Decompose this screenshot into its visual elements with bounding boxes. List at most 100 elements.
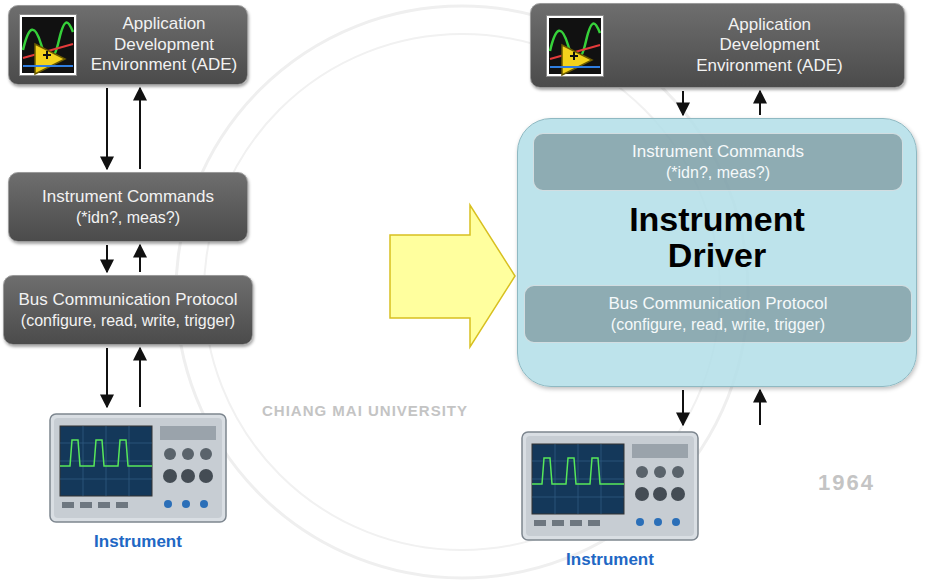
box-title: Bus Communication Protocol [10, 290, 246, 310]
scope-knob [636, 466, 648, 478]
scope-body [50, 414, 226, 522]
icon-plus [43, 51, 51, 59]
yellow-block-arrow [390, 205, 515, 347]
screen-grid [532, 444, 624, 514]
icon-frame [547, 15, 604, 76]
scope-connector [636, 518, 644, 526]
instrument-figure: Instrument [520, 428, 700, 570]
box-title: Instrument Commands [15, 187, 241, 207]
icon-line [550, 45, 600, 59]
flow-arrow [682, 91, 684, 115]
ade-box: Application Development Environment (ADE… [530, 3, 905, 88]
box-title: Application Development Environment (ADE… [685, 15, 855, 76]
scope-button [80, 502, 92, 508]
scope-connector [672, 518, 680, 526]
ade-icon [19, 14, 77, 76]
driver-box: Instrument Driver Instrument Commands(*id… [517, 118, 917, 387]
scope-knob [164, 448, 176, 460]
scope-knob [163, 469, 177, 483]
text-area: Bus Communication Protocol(configure, re… [4, 284, 252, 336]
scope-knob [635, 487, 649, 501]
screen-grid [60, 426, 152, 496]
instrument: Instrument [40, 410, 240, 552]
scope-connector [200, 500, 208, 508]
ade-icon [546, 15, 604, 77]
flow-arrow [682, 390, 684, 425]
faded-layer-box: Instrument Commands(*idn?, meas?) [533, 133, 903, 191]
flow-arrow [139, 348, 141, 407]
icon-line [23, 65, 73, 67]
scope-body [522, 432, 698, 540]
watermark-text: 1964 [818, 470, 875, 496]
flow-arrow [106, 348, 108, 407]
text-area: Application Development Environment (ADE… [9, 8, 247, 81]
box-subtitle: (configure, read, write, trigger) [10, 311, 246, 330]
icon-graph [22, 17, 74, 73]
ade-box: Application Development Environment (ADE… [8, 5, 248, 85]
scope-button [588, 520, 600, 526]
oscilloscope-picture [48, 410, 228, 528]
box-subtitle: (configure, read, write, trigger) [531, 315, 905, 334]
icon-line [23, 44, 73, 58]
scope-panel [632, 444, 688, 458]
text-area: Instrument Commands(*idn?, meas?) [9, 181, 247, 233]
layer-box: Bus Communication Protocol(configure, re… [3, 275, 253, 345]
instrument-label: Instrument [520, 550, 700, 570]
scope-knob [200, 448, 212, 460]
scope-connector [164, 500, 172, 508]
icon-triangle [562, 45, 592, 75]
icon-trace [550, 23, 600, 60]
icon-triangle [35, 44, 65, 74]
scope-button [116, 502, 128, 508]
text-area: Bus Communication Protocol(configure, re… [525, 288, 911, 340]
scope-screen [60, 426, 152, 496]
screen-trace [60, 440, 152, 466]
scope-knob [199, 469, 213, 483]
watermark-text: CHIANG MAI UNIVERSITY [262, 402, 468, 419]
box-subtitle: (*idn?, meas?) [15, 208, 241, 227]
screen-trace [532, 458, 624, 484]
flow-arrow [139, 88, 141, 169]
scope-knob [182, 448, 194, 460]
scope-button [534, 520, 546, 526]
flow-arrow [106, 88, 108, 169]
oscilloscope-picture [520, 428, 700, 546]
scope-panel [160, 426, 216, 440]
flow-arrow [759, 91, 761, 115]
flow-arrow [139, 245, 141, 272]
scope-knob [181, 469, 195, 483]
scope-front [54, 418, 222, 518]
box-title: Instrument Commands [540, 142, 896, 162]
layer-box: Instrument Commands(*idn?, meas?) [8, 172, 248, 242]
text-area: Instrument Commands(*idn?, meas?) [534, 136, 902, 188]
scope-screen [532, 444, 624, 514]
scope-button [98, 502, 110, 508]
instrument-label: Instrument [48, 532, 228, 552]
instrument: Instrument [515, 428, 790, 570]
text-area: Application Development Environment (ADE… [531, 9, 904, 82]
icon-graph [549, 18, 601, 74]
icon-plus [570, 52, 578, 60]
box-title: Application Development Environment (ADE… [79, 14, 249, 75]
flow-arrow [106, 245, 108, 272]
scope-button [62, 502, 74, 508]
driver-title: Instrument Driver [578, 201, 856, 273]
scope-knob [654, 466, 666, 478]
scope-knob [653, 487, 667, 501]
flow-arrow [759, 390, 761, 425]
icon-frame [20, 15, 77, 76]
scope-connector [654, 518, 662, 526]
box-subtitle: (*idn?, meas?) [540, 163, 896, 182]
scope-front [526, 436, 694, 536]
scope-button [552, 520, 564, 526]
scope-connector [182, 500, 190, 508]
icon-trace [23, 23, 73, 60]
icon-line [550, 66, 600, 68]
scope-button [570, 520, 582, 526]
scope-knob [671, 487, 685, 501]
instrument-figure: Instrument [48, 410, 228, 552]
faded-layer-box: Bus Communication Protocol(configure, re… [524, 285, 912, 343]
scope-knob [672, 466, 684, 478]
box-title: Bus Communication Protocol [531, 294, 905, 314]
